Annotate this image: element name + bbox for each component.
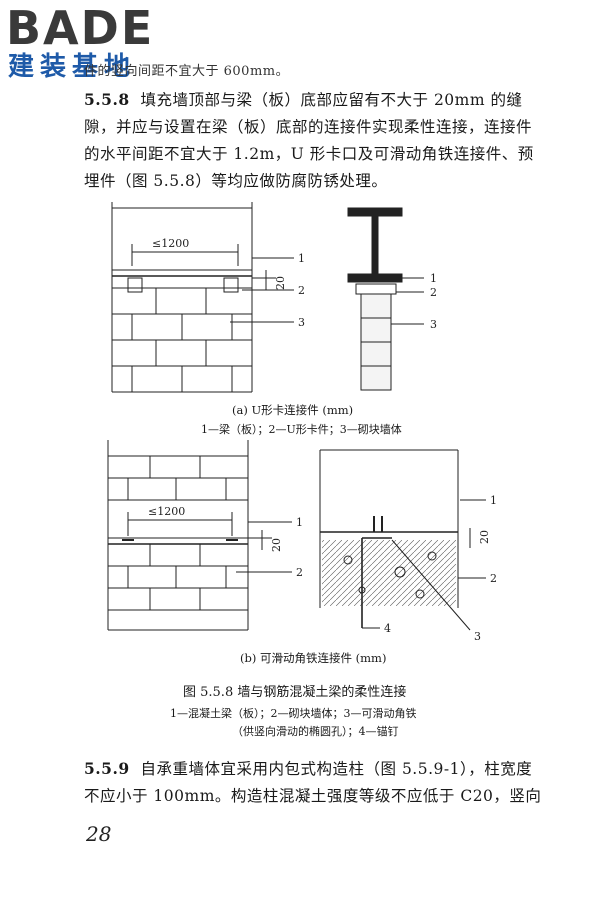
figure-b-caption: (b) 可滑动角铁连接件 (mm) — [240, 651, 387, 665]
dim-b: ≤1200 — [148, 505, 185, 518]
clause-line: 不应小于 100mm。构造柱混凝土强度等级不应低于 C20，竖向 — [84, 787, 542, 805]
callout: 2 — [298, 284, 305, 297]
gap-b: 20 — [270, 538, 283, 552]
callout: 3 — [298, 316, 305, 329]
logo-subtitle: 建装基地 — [8, 52, 137, 82]
clause-line: 隙，并应与设置在梁（板）底部的连接件实现柔性连接，连接件 — [84, 118, 533, 136]
callout: 1 — [298, 252, 305, 265]
figure-legend-line-2: （供竖向滑动的椭圆孔）；4—锚钉 — [232, 725, 399, 738]
callout: 4 — [384, 622, 391, 635]
callout: 2 — [430, 286, 437, 299]
clause-number: 5.5.8 — [84, 90, 130, 109]
callout: 3 — [430, 318, 437, 331]
figure-a-legend: 1—梁（板）；2—U形卡件；3—砌块墙体 — [201, 423, 402, 436]
clause-5-5-8: 5.5.8 填充墙顶部与梁（板）底部应留有不大于 20mm 的缝 隙，并应与设置… — [84, 86, 554, 195]
continued-line: 件的竖向间距不宜大于 600mm。 — [84, 64, 290, 79]
clause-line: 的水平间距不宜大于 1.2m，U 形卡口及可滑动角铁连接件、预 — [84, 145, 534, 163]
callout: 1 — [490, 494, 497, 507]
figure-a-section — [347, 207, 424, 391]
callout: 1 — [430, 272, 437, 285]
figure-b-elevation — [107, 440, 292, 631]
figure-legend-line-1: 1—混凝土梁（板）；2—砌块墙体；3—可滑动角铁 — [170, 707, 417, 720]
figure-title: 图 5.5.8 墙与钢筋混凝土梁的柔性连接 — [183, 685, 407, 700]
clause-line: 填充墙顶部与梁（板）底部应留有不大于 20mm 的缝 — [140, 91, 523, 109]
figure-a-elevation — [111, 202, 294, 393]
dim-a: ≤1200 — [152, 237, 189, 250]
callout: 3 — [474, 630, 481, 643]
figure-b-section — [319, 449, 486, 631]
logo-brand: BADE — [6, 1, 155, 55]
clause-number: 5.5.9 — [84, 759, 130, 778]
gap-b2: 20 — [478, 530, 491, 544]
callout: 2 — [490, 572, 497, 585]
clause-line: 自承重墙体宜采用内包式构造柱（图 5.5.9-1），柱宽度 — [140, 760, 533, 778]
clause-5-5-9: 5.5.9 自承重墙体宜采用内包式构造柱（图 5.5.9-1），柱宽度 不应小于… — [84, 755, 554, 810]
figure-a-caption: (a) U形卡连接件 (mm) — [232, 403, 354, 417]
clause-line: 埋件（图 5.5.8）等均应做防腐防锈处理。 — [84, 172, 388, 190]
callout: 2 — [296, 566, 303, 579]
gap-a: 20 — [274, 276, 287, 290]
logo: BADE 建装基地 — [4, 2, 214, 94]
page-number: 28 — [86, 822, 112, 846]
callout: 1 — [296, 516, 303, 529]
